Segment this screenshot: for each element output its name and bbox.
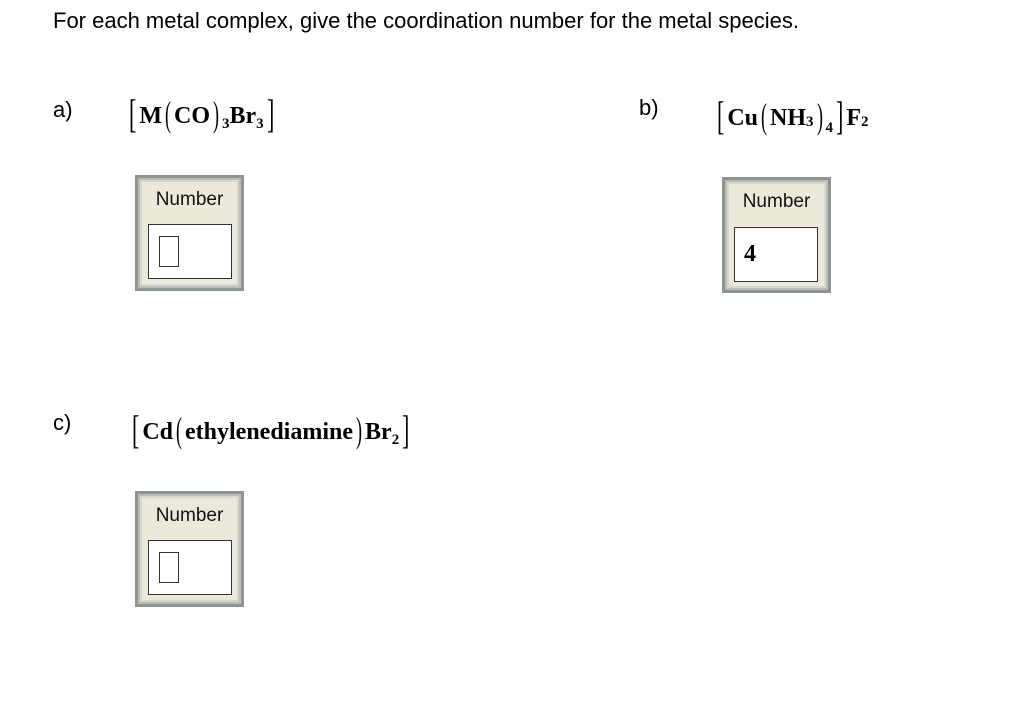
open-paren: ( xyxy=(164,94,171,134)
metal-symbol: Cd xyxy=(142,418,174,445)
ligand-name: ethylenediamine xyxy=(185,418,354,445)
open-paren: ( xyxy=(176,410,183,450)
answer-frame-a: Number xyxy=(135,175,244,291)
close-paren: ) xyxy=(212,94,219,134)
metal-symbol: Cu xyxy=(727,104,759,131)
open-bracket: [ xyxy=(128,91,137,136)
part-c-label: c) xyxy=(53,410,72,435)
close-paren: ) xyxy=(816,96,823,136)
ligand-subscript: 3 xyxy=(806,113,814,130)
ligand-count: 4 xyxy=(825,119,834,136)
counter-ion-count: 2 xyxy=(861,113,869,130)
close-paren: ) xyxy=(356,410,363,450)
formula-c: [ Cd ( ethylenediamine ) Br 2 ] xyxy=(129,407,413,452)
formula-b: [ Cu ( NH 3 ) 4 ] F 2 xyxy=(714,93,869,138)
ligand-count: 3 xyxy=(221,115,230,132)
empty-cursor-box xyxy=(159,552,179,583)
ligand-symbol: CO xyxy=(173,102,210,129)
instruction-text: For each metal complex, give the coordin… xyxy=(53,8,799,33)
other-ligand-count: 2 xyxy=(391,431,400,448)
field-label: Number xyxy=(155,505,224,526)
part-b-label: b) xyxy=(639,95,659,120)
answer-input-b[interactable]: 4 xyxy=(734,227,818,282)
other-ligand-symbol: Br xyxy=(229,102,257,129)
formula-a: [ M ( CO ) 3 Br 3 ] xyxy=(126,91,277,136)
other-ligand-count: 3 xyxy=(256,115,264,132)
counter-ion-symbol: F xyxy=(846,104,862,131)
answer-input-c[interactable] xyxy=(148,540,232,595)
answer-frame-b: Number 4 xyxy=(722,177,831,293)
open-bracket: [ xyxy=(131,407,140,452)
close-bracket: ] xyxy=(836,93,844,138)
open-bracket: [ xyxy=(716,93,725,138)
field-label: Number xyxy=(155,189,224,210)
answer-input-a[interactable] xyxy=(148,224,232,279)
other-ligand-symbol: Br xyxy=(365,418,392,445)
open-paren: ( xyxy=(761,96,768,136)
close-bracket: ] xyxy=(266,91,274,136)
close-bracket: ] xyxy=(402,407,410,452)
ligand-symbol: NH xyxy=(770,104,807,131)
field-label: Number xyxy=(742,191,811,212)
part-a-label: a) xyxy=(53,97,73,122)
empty-cursor-box xyxy=(159,236,179,267)
answer-frame-c: Number xyxy=(135,491,244,607)
metal-symbol: M xyxy=(139,102,162,129)
